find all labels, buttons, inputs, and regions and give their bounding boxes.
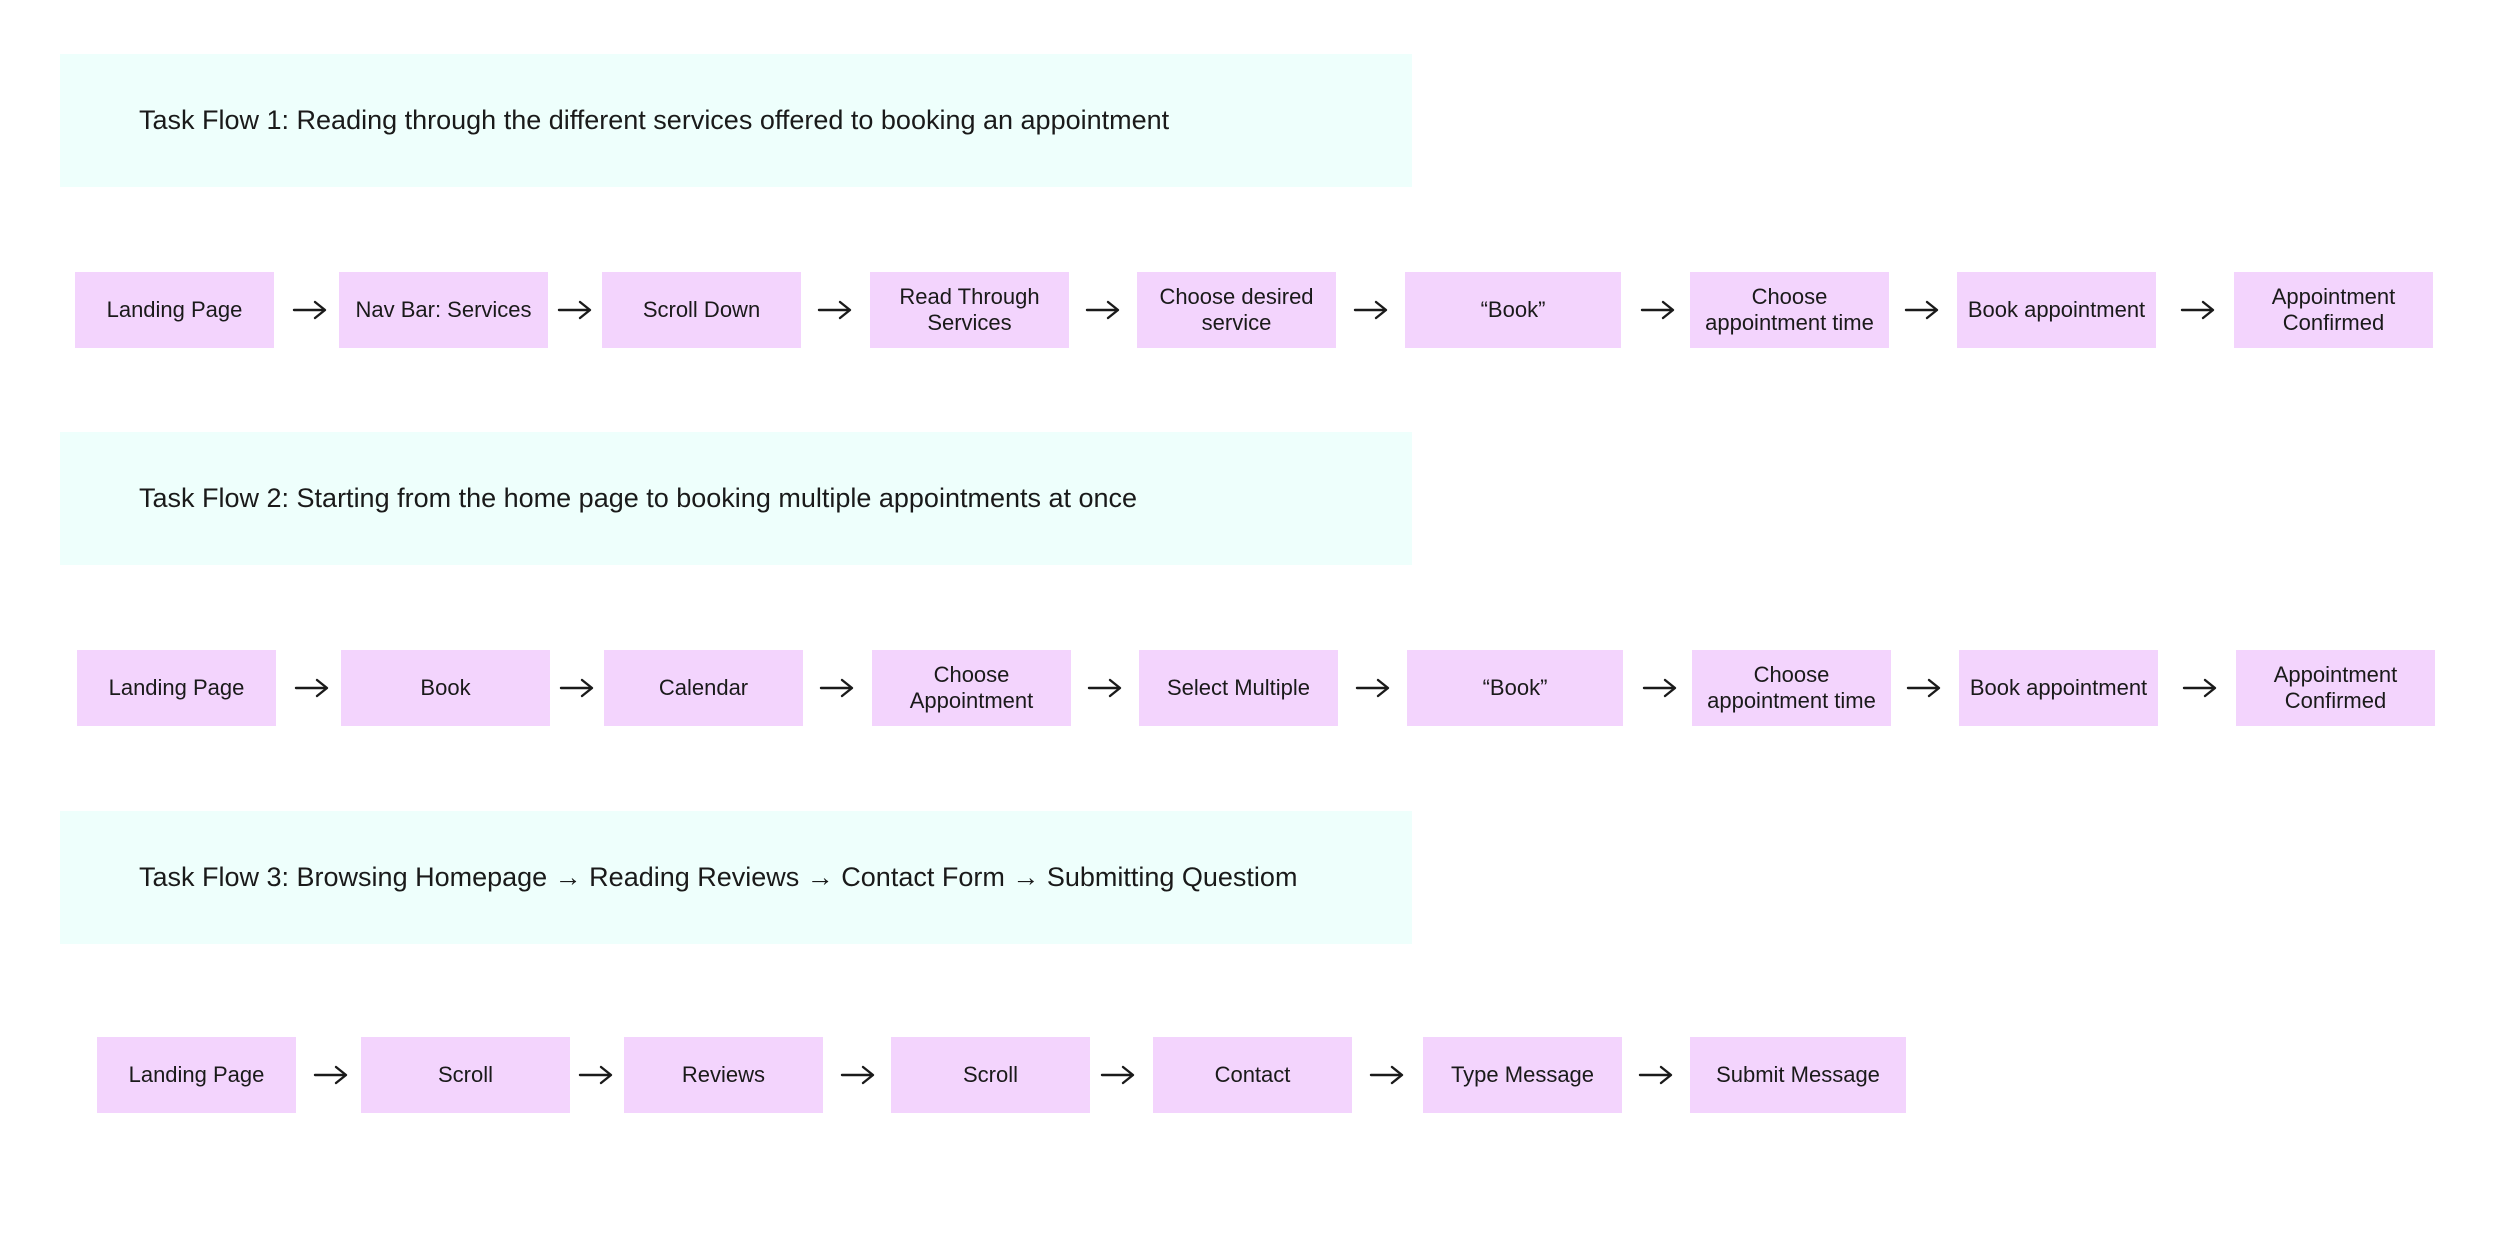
- task-flow-3-header: Task Flow 3: Browsing Homepage → Reading…: [60, 811, 1412, 944]
- right-arrow-icon: [1353, 669, 1393, 707]
- right-arrow-icon: [838, 1056, 878, 1094]
- right-arrow-icon: [1636, 1056, 1676, 1094]
- step-label: Appointment Confirmed: [2271, 284, 2396, 335]
- flow-1-step-scroll-down: Scroll Down: [602, 272, 801, 348]
- step-label: Reviews: [681, 1062, 766, 1087]
- right-arrow-icon: [557, 669, 597, 707]
- flow-3-step-type-message: Type Message: [1423, 1037, 1622, 1113]
- flow-3-step-reviews: Reviews: [624, 1037, 823, 1113]
- step-label: Choose Appointment: [909, 662, 1034, 713]
- step-label: Choose desired service: [1159, 284, 1314, 335]
- step-label: Landing Page: [128, 1062, 265, 1087]
- step-label: Landing Page: [108, 675, 245, 700]
- task-flow-1-header: Task Flow 1: Reading through the differe…: [60, 54, 1412, 187]
- flow-2-step-choose-appointment-time: Choose appointment time: [1692, 650, 1891, 726]
- step-label: Book appointment: [1969, 675, 2148, 700]
- step-label: “Book”: [1482, 675, 1548, 700]
- step-label: Scroll: [962, 1062, 1018, 1087]
- step-label: Landing Page: [106, 297, 243, 322]
- right-arrow-icon: [817, 669, 857, 707]
- flow-3-step-landing-page: Landing Page: [97, 1037, 296, 1113]
- right-arrow-icon: [1367, 1056, 1407, 1094]
- right-arrow-icon: [1902, 291, 1942, 329]
- right-arrow-icon: [555, 291, 595, 329]
- step-label: Scroll Down: [642, 297, 761, 322]
- right-arrow-icon: [290, 291, 330, 329]
- step-label: Book: [420, 675, 471, 700]
- flow-2-step-landing-page: Landing Page: [77, 650, 276, 726]
- right-arrow-icon: [576, 1056, 616, 1094]
- flow-1-step-choose-desired-service: Choose desired service: [1137, 272, 1336, 348]
- flow-2-step-select-multiple: Select Multiple: [1139, 650, 1338, 726]
- right-arrow-icon: [311, 1056, 351, 1094]
- flow-2-step-book-quoted: “Book”: [1407, 650, 1623, 726]
- right-arrow-icon: [1638, 291, 1678, 329]
- step-label: Type Message: [1450, 1062, 1595, 1087]
- right-arrow-icon: [2180, 669, 2220, 707]
- flow-1-step-appointment-confirmed: Appointment Confirmed: [2234, 272, 2433, 348]
- step-label: Choose appointment time: [1707, 662, 1876, 713]
- right-arrow-icon: [1904, 669, 1944, 707]
- flow-1-step-nav-bar-services: Nav Bar: Services: [339, 272, 548, 348]
- flow-1-step-book: “Book”: [1405, 272, 1621, 348]
- flow-2-step-appointment-confirmed: Appointment Confirmed: [2236, 650, 2435, 726]
- step-label: Book appointment: [1967, 297, 2146, 322]
- flow-3-step-scroll: Scroll: [361, 1037, 570, 1113]
- step-label: “Book”: [1480, 297, 1546, 322]
- task-flow-2-title: Task Flow 2: Starting from the home page…: [139, 483, 1138, 513]
- flow-2-step-choose-appointment: Choose Appointment: [872, 650, 1071, 726]
- flow-2-step-book: Book: [341, 650, 550, 726]
- task-flow-1-title: Task Flow 1: Reading through the differe…: [139, 105, 1170, 135]
- step-label: Nav Bar: Services: [355, 297, 532, 322]
- right-arrow-icon: [292, 669, 332, 707]
- right-arrow-icon: [2178, 291, 2218, 329]
- flow-2-step-book-appointment: Book appointment: [1959, 650, 2158, 726]
- step-label: Choose appointment time: [1705, 284, 1874, 335]
- flow-3-step-submit-message: Submit Message: [1690, 1037, 1906, 1113]
- right-arrow-icon: [1083, 291, 1123, 329]
- task-flow-3-row: Landing Page Scroll Reviews Scroll Conta…: [0, 1037, 2500, 1113]
- step-label: Scroll: [437, 1062, 493, 1087]
- task-flow-2-header: Task Flow 2: Starting from the home page…: [60, 432, 1412, 565]
- right-arrow-icon: [815, 291, 855, 329]
- flow-1-step-choose-appointment-time: Choose appointment time: [1690, 272, 1889, 348]
- right-arrow-icon: [1640, 669, 1680, 707]
- step-label: Calendar: [658, 675, 749, 700]
- task-flow-2-row: Landing Page Book Calendar Choose Appoin…: [0, 650, 2500, 726]
- step-label: Read Through Services: [899, 284, 1040, 335]
- task-flow-3-title: Task Flow 3: Browsing Homepage → Reading…: [139, 862, 1298, 892]
- task-flow-1-row: Landing Page Nav Bar: Services Scroll Do…: [0, 272, 2500, 348]
- flow-1-step-book-appointment: Book appointment: [1957, 272, 2156, 348]
- step-label: Select Multiple: [1166, 675, 1311, 700]
- right-arrow-icon: [1351, 291, 1391, 329]
- flow-2-step-calendar: Calendar: [604, 650, 803, 726]
- flow-3-step-scroll-2: Scroll: [891, 1037, 1090, 1113]
- right-arrow-icon: [1085, 669, 1125, 707]
- step-label: Submit Message: [1716, 1062, 1880, 1087]
- flow-1-step-landing-page: Landing Page: [75, 272, 274, 348]
- step-label: Contact: [1214, 1062, 1291, 1087]
- step-label: Appointment Confirmed: [2273, 662, 2398, 713]
- flow-1-step-read-through-services: Read Through Services: [870, 272, 1069, 348]
- flow-3-step-contact: Contact: [1153, 1037, 1352, 1113]
- right-arrow-icon: [1098, 1056, 1138, 1094]
